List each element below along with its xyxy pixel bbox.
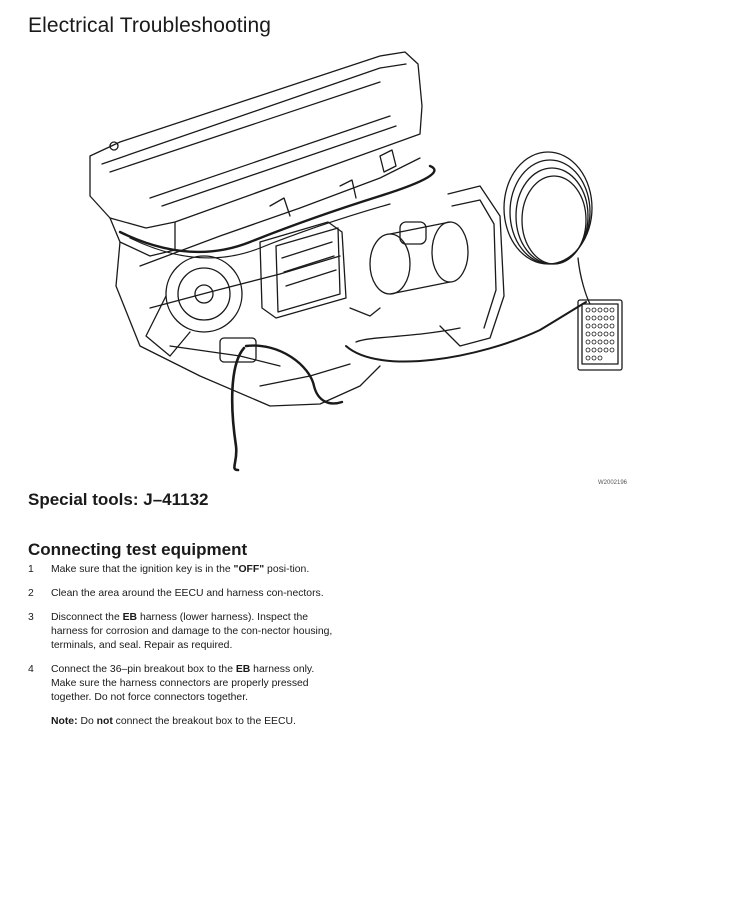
list-item: 4 Connect the 36–pin breakout box to the…	[28, 663, 348, 729]
step-number: 1	[28, 564, 34, 575]
special-tools-heading: Special tools: J–41132	[28, 490, 209, 509]
engine-illustration	[89, 51, 623, 472]
step-text: Make sure that the ignition key is in th…	[51, 564, 310, 575]
step-number: 3	[28, 612, 34, 623]
step-detail: Make sure the harness connectors are pro…	[51, 678, 309, 703]
steps-list: 1 Make sure that the ignition key is in …	[28, 563, 348, 739]
step-number: 2	[28, 588, 34, 599]
step-text: Connect the 36–pin breakout box to the E…	[51, 663, 343, 729]
list-item: 3 Disconnect the EB harness (lower harne…	[28, 611, 348, 653]
list-item: 1 Make sure that the ignition key is in …	[28, 563, 348, 577]
note: Note: Do not connect the breakout box to…	[51, 716, 296, 727]
page-title: Electrical Troubleshooting	[28, 14, 272, 37]
step-text: Disconnect the EB harness (lower harness…	[51, 612, 333, 651]
list-item: 2 Clean the area around the EECU and har…	[28, 587, 348, 601]
step-text: Clean the area around the EECU and harne…	[51, 588, 324, 599]
step-number: 4	[28, 664, 34, 675]
figure-id: W2002196	[598, 480, 628, 486]
section-heading: Connecting test equipment	[28, 540, 248, 559]
